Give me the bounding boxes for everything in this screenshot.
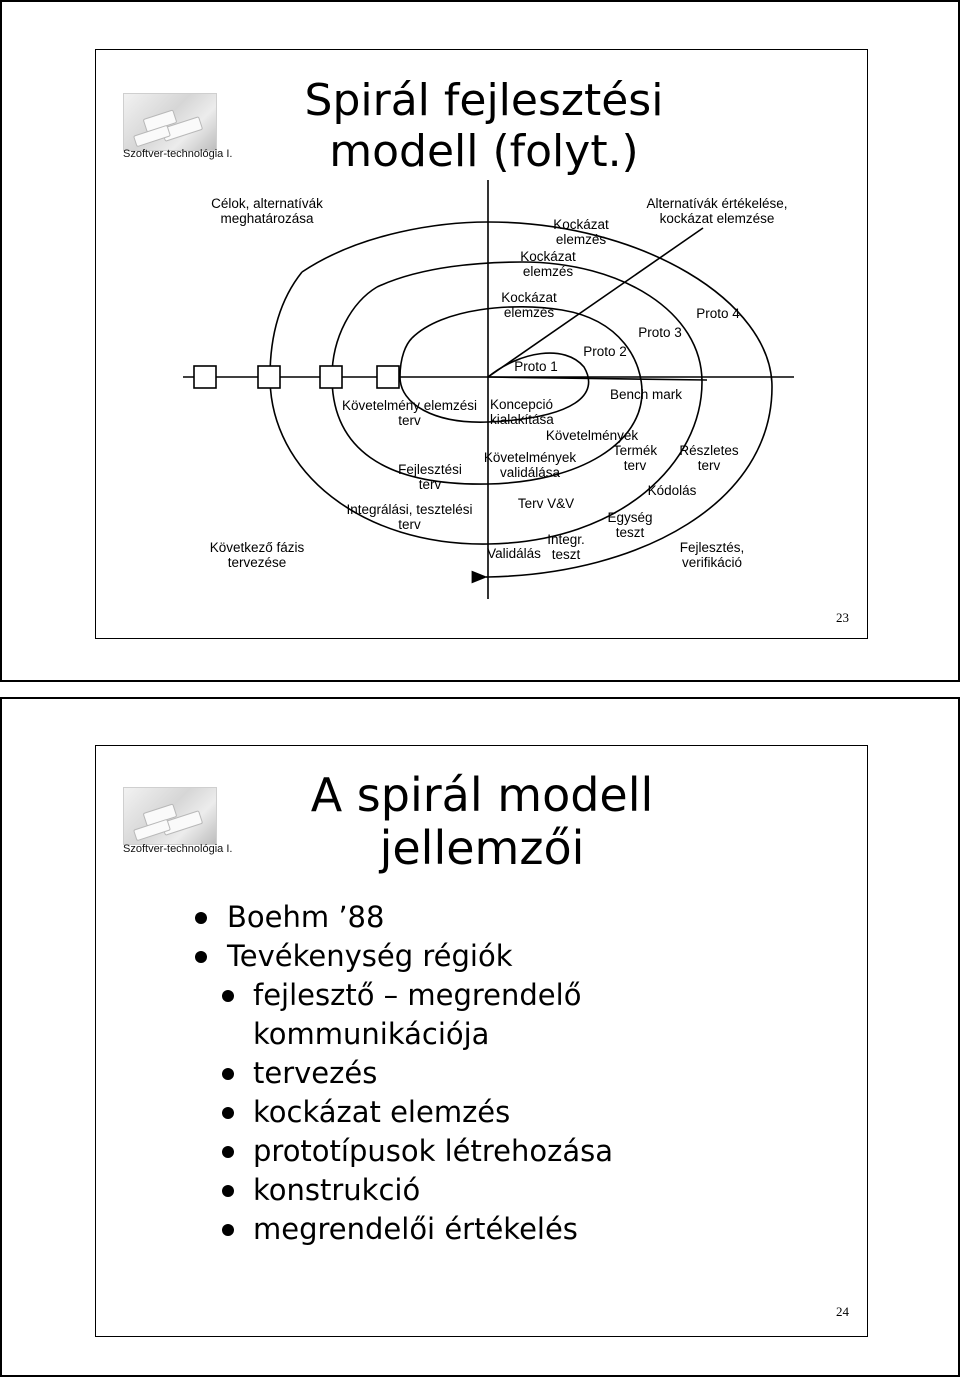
proto-1-label: Proto 1 bbox=[510, 359, 562, 374]
proto-4-label: Proto 4 bbox=[692, 306, 744, 321]
slide-2: Szoftver-technológia I. A spirál modell … bbox=[0, 697, 960, 1377]
quadrant-label-next-phase: Következő fázis tervezése bbox=[192, 540, 322, 570]
risk-analysis-label-4: Kockázat elemzés bbox=[546, 217, 616, 247]
integration-plan-label: Integrálási, tesztelési terv bbox=[342, 502, 477, 532]
slide-title-line-1: A spirál modell bbox=[232, 769, 732, 822]
concept-label: Koncepció kialakítása bbox=[490, 397, 570, 427]
quadrant-label-risk-analysis: Alternatívák értékelése, kockázat elemzé… bbox=[617, 196, 817, 226]
logo-image bbox=[123, 787, 217, 845]
validation-label: Validálás bbox=[482, 546, 546, 561]
slide-title: A spirál modell jellemzői bbox=[232, 769, 732, 875]
phase-box-4 bbox=[377, 366, 399, 388]
page-number: 23 bbox=[836, 610, 849, 626]
requirements-label: Követelmények bbox=[542, 428, 642, 443]
proto-3-label: Proto 3 bbox=[634, 325, 686, 340]
slide-title-line-2: jellemzői bbox=[232, 822, 732, 875]
integration-test-label: Integr. teszt bbox=[538, 532, 594, 562]
detailed-design-label: Részletes terv bbox=[674, 443, 744, 473]
slide-1: Szoftver-technológia I. Spirál fejleszté… bbox=[0, 0, 960, 682]
product-design-label: Termék terv bbox=[607, 443, 663, 473]
bullet-item: Tevékenység régiók bbox=[195, 937, 613, 976]
bullet-list: Boehm ’88 Tevékenység régiók fejlesztő –… bbox=[195, 898, 613, 1249]
coding-label: Kódolás bbox=[642, 483, 702, 498]
risk-analysis-label-2: Kockázat elemzés bbox=[494, 290, 564, 320]
unit-test-label: Egység teszt bbox=[602, 510, 658, 540]
sub-bullet-item: prototípusok létrehozása bbox=[195, 1132, 613, 1171]
phase-box-1 bbox=[194, 366, 216, 388]
benchmark-label: Bench mark bbox=[606, 387, 686, 402]
proto-2-label: Proto 2 bbox=[579, 344, 631, 359]
page-number: 24 bbox=[836, 1304, 849, 1320]
quadrant-label-development: Fejlesztés, verifikáció bbox=[652, 540, 772, 570]
sub-bullet-item: kockázat elemzés bbox=[195, 1093, 613, 1132]
requirements-validation-label: Követelmények validálása bbox=[480, 450, 580, 480]
logo-caption: Szoftver-technológia I. bbox=[123, 843, 232, 855]
requirements-plan-label: Követelmény elemzési terv bbox=[342, 398, 477, 428]
bullet-item: Boehm ’88 bbox=[195, 898, 613, 937]
spiral-diagram bbox=[2, 2, 960, 684]
sub-bullet-item: megrendelői értékelés bbox=[195, 1210, 613, 1249]
phase-box-3 bbox=[320, 366, 342, 388]
sub-bullet-item: konstrukció bbox=[195, 1171, 613, 1210]
phase-box-2 bbox=[258, 366, 280, 388]
quadrant-label-objectives: Célok, alternatívák meghatározása bbox=[192, 196, 342, 226]
development-plan-label: Fejlesztési terv bbox=[390, 462, 470, 492]
sub-bullet-item: tervezés bbox=[195, 1054, 613, 1093]
risk-analysis-label-3: Kockázat elemzés bbox=[513, 249, 583, 279]
design-vv-label: Terv V&V bbox=[514, 496, 578, 511]
sub-bullet-continuation: kommunikációja bbox=[195, 1015, 613, 1054]
sub-bullet-item: fejlesztő – megrendelő bbox=[195, 976, 613, 1015]
